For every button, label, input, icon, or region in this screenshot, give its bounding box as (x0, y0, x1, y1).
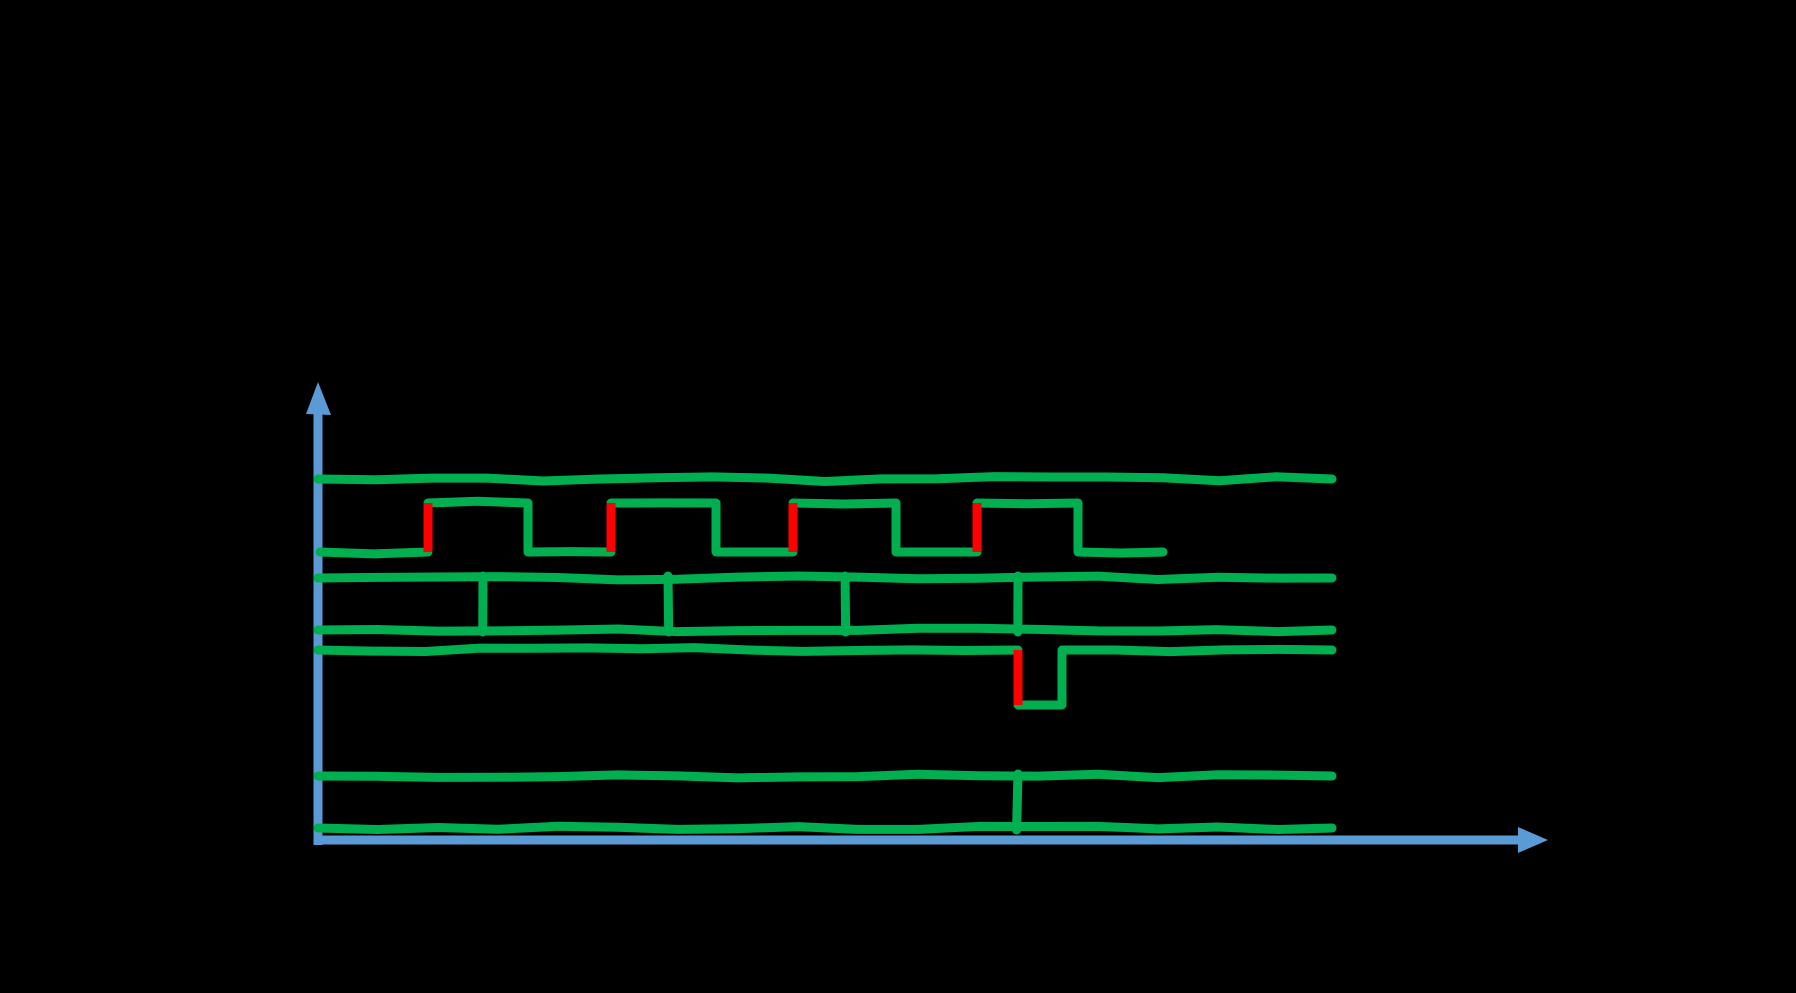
x-axis-arrow-icon (1518, 827, 1548, 853)
signal-5-bus-divider-1 (1017, 774, 1018, 830)
signal-3-bus-divider-2 (668, 576, 669, 632)
signals-layer (318, 477, 1332, 830)
signal-5-bus-bottom-rail (318, 826, 1332, 829)
signal-3-bus-bottom-rail (318, 628, 1332, 631)
axes-layer (306, 382, 1548, 853)
signal-4-trace (318, 648, 1332, 705)
edge-markers-layer (428, 503, 1018, 705)
y-axis-arrow-icon (306, 382, 331, 415)
signal-3-bus-top-rail (318, 576, 1332, 580)
signal-3-bus-divider-3 (845, 576, 846, 632)
signal-2-trace (320, 501, 1163, 554)
signal-5-bus-top-rail (318, 774, 1332, 778)
signal-1-trace (318, 477, 1332, 482)
